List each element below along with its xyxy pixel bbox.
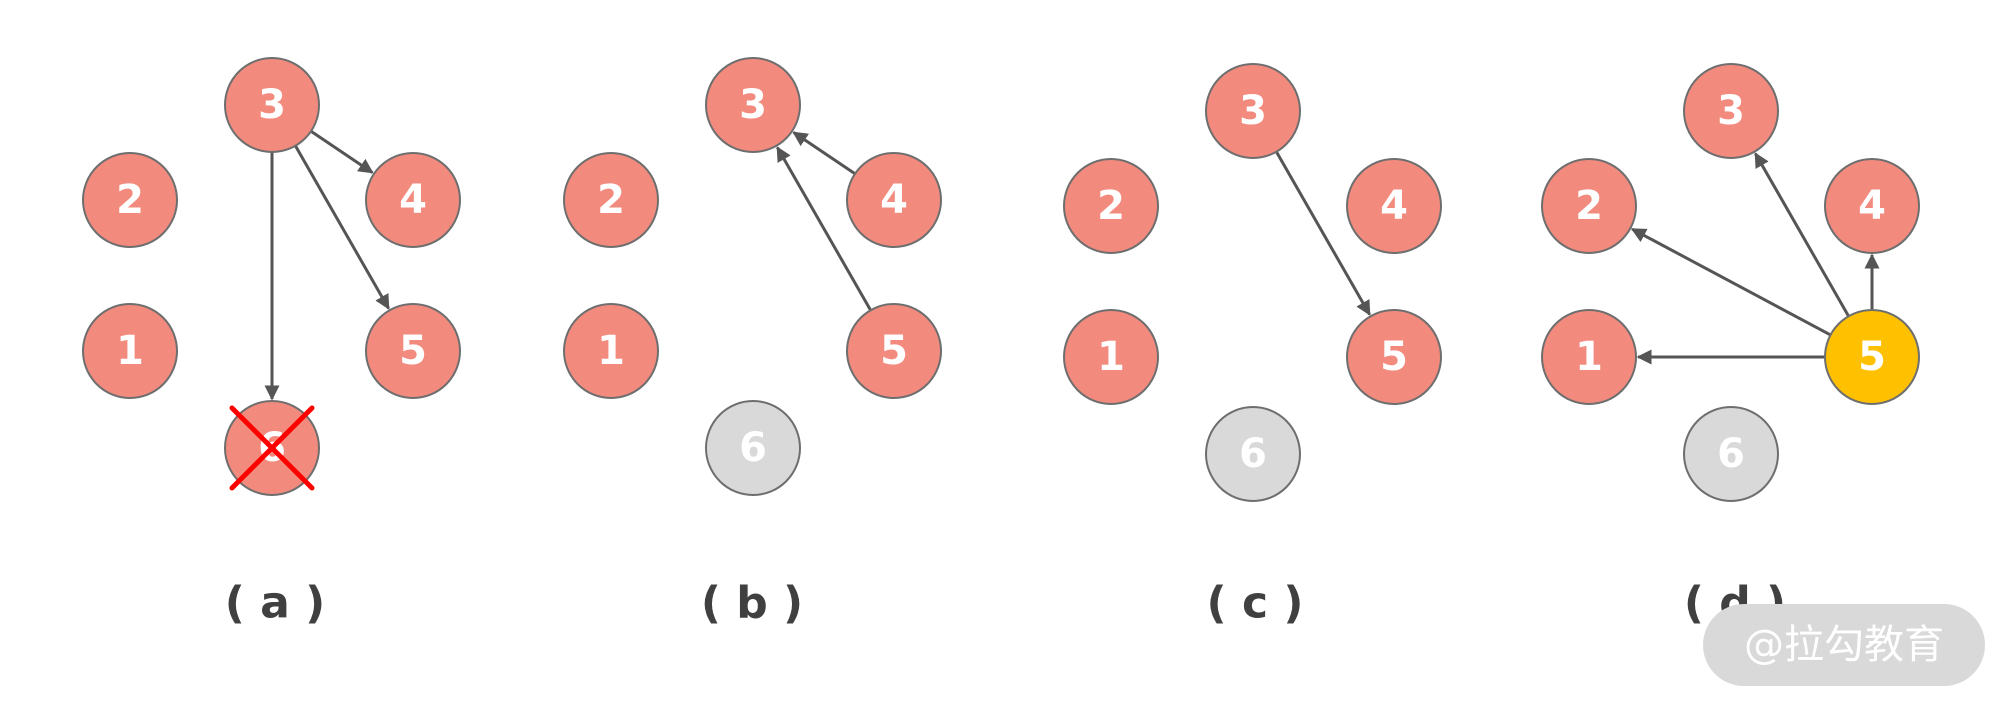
- node-a-5: 5: [365, 303, 461, 399]
- edge-d-5-to-2: [1630, 227, 1832, 337]
- node-circle: [1063, 309, 1159, 405]
- node-b-3: 3: [705, 57, 801, 153]
- node-label: 6: [1717, 431, 1745, 477]
- edge-a-3-to-4: [310, 130, 374, 174]
- edge-b-5-to-3: [776, 146, 872, 311]
- node-label: 2: [1575, 183, 1603, 229]
- node-d-4: 4: [1824, 158, 1920, 254]
- node-circle: [1205, 63, 1301, 159]
- edge-d-5-to-3: [1754, 152, 1850, 317]
- node-label: 1: [597, 328, 625, 374]
- cross-mark-icon: [229, 405, 315, 491]
- edge-b-4-to-3: [792, 131, 856, 175]
- edge-a-3-to-5: [294, 145, 390, 310]
- node-label: 2: [597, 177, 625, 223]
- node-label: 2: [1097, 183, 1125, 229]
- node-a-1: 1: [82, 303, 178, 399]
- node-label: 5: [880, 328, 908, 374]
- node-c-6: 6: [1205, 406, 1301, 502]
- nodes-layer: 3 2 4 1 5 6 3 2 4 1 5 6 3 2 4 1 5 6 3 2 4 1 5 6: [82, 57, 1920, 502]
- node-circle: [365, 303, 461, 399]
- node-label: 3: [739, 82, 767, 128]
- node-label: 5: [1380, 334, 1408, 380]
- node-label: 3: [1717, 88, 1745, 134]
- node-circle: [1683, 63, 1779, 159]
- node-circle: [563, 303, 659, 399]
- node-a-2: 2: [82, 152, 178, 248]
- node-circle: [1063, 158, 1159, 254]
- node-circle: [1205, 406, 1301, 502]
- node-label: 4: [1858, 183, 1886, 229]
- node-label: 4: [1380, 183, 1408, 229]
- node-label: 5: [1858, 334, 1886, 380]
- node-a-6: 6: [224, 400, 320, 496]
- node-label: 3: [258, 82, 286, 128]
- node-label: 3: [1239, 88, 1267, 134]
- node-label: 1: [1575, 334, 1603, 380]
- node-circle: [1541, 158, 1637, 254]
- node-label: 2: [116, 177, 144, 223]
- node-d-5: 5: [1824, 309, 1920, 405]
- node-b-1: 1: [563, 303, 659, 399]
- node-d-1: 1: [1541, 309, 1637, 405]
- node-circle: [705, 57, 801, 153]
- node-circle: [563, 152, 659, 248]
- node-b-5: 5: [846, 303, 942, 399]
- node-c-5: 5: [1346, 309, 1442, 405]
- node-circle: [846, 303, 942, 399]
- node-b-4: 4: [846, 152, 942, 248]
- node-label: 1: [1097, 334, 1125, 380]
- node-circle: [846, 152, 942, 248]
- node-d-3: 3: [1683, 63, 1779, 159]
- node-b-2: 2: [563, 152, 659, 248]
- node-circle: [1683, 406, 1779, 502]
- captions-layer: ( a )( b )( c )( d ): [225, 578, 1786, 629]
- node-c-1: 1: [1063, 309, 1159, 405]
- node-circle: [365, 152, 461, 248]
- node-circle: [1824, 309, 1920, 405]
- node-circle: [1824, 158, 1920, 254]
- node-circle: [705, 400, 801, 496]
- node-circle: [82, 303, 178, 399]
- node-circle: [1346, 309, 1442, 405]
- node-c-3: 3: [1205, 63, 1301, 159]
- node-a-3: 3: [224, 57, 320, 153]
- edges-layer: [264, 130, 1880, 401]
- node-d-2: 2: [1541, 158, 1637, 254]
- panel-caption-c: ( c ): [1207, 578, 1304, 629]
- node-a-4: 4: [365, 152, 461, 248]
- watermark-text: @拉勾教育: [1744, 622, 1944, 668]
- node-circle: [82, 152, 178, 248]
- node-circle: [1541, 309, 1637, 405]
- node-circle: [1346, 158, 1442, 254]
- node-label: 1: [116, 328, 144, 374]
- node-label: 4: [880, 177, 908, 223]
- node-label: 5: [399, 328, 427, 374]
- node-label: 6: [739, 425, 767, 471]
- node-d-6: 6: [1683, 406, 1779, 502]
- node-label: 6: [1239, 431, 1267, 477]
- edge-c-3-to-5: [1275, 151, 1371, 316]
- node-c-4: 4: [1346, 158, 1442, 254]
- node-b-6: 6: [705, 400, 801, 496]
- panel-caption-b: ( b ): [701, 578, 803, 629]
- watermark-background: [1703, 604, 1985, 686]
- watermark: @拉勾教育: [1703, 604, 1985, 686]
- panel-caption-a: ( a ): [225, 578, 326, 629]
- node-label: 4: [399, 177, 427, 223]
- node-c-2: 2: [1063, 158, 1159, 254]
- node-circle: [224, 57, 320, 153]
